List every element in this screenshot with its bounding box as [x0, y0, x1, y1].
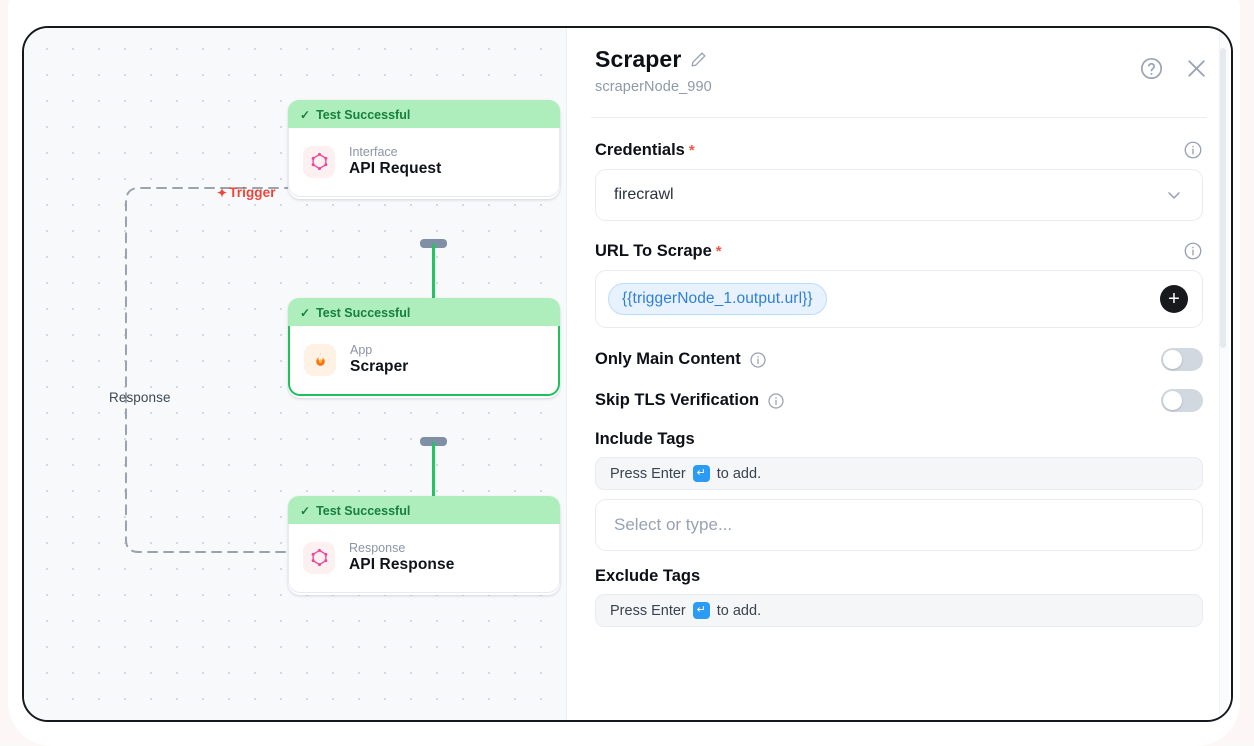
toggle-knob [1163, 391, 1182, 410]
chevron-down-icon [1164, 185, 1184, 205]
wire-2-3 [432, 442, 435, 509]
skip-tls-label: Skip TLS Verification [595, 391, 785, 410]
node-handle-out-2[interactable] [420, 437, 447, 446]
hint-suffix: to add. [716, 465, 762, 482]
field-credentials: Credentials * firecrawl [595, 140, 1203, 221]
exclude-tags-hint: Press Enter ↵ to add. [595, 594, 1203, 627]
graphql-icon [303, 145, 335, 178]
node-body[interactable]: Response API Response [288, 524, 560, 593]
node-body[interactable]: App Scraper [288, 326, 560, 396]
only-main-content-label: Only Main Content [595, 350, 767, 369]
node-kind: Interface [349, 145, 398, 159]
node-status-text: Test Successful [316, 306, 411, 320]
url-input[interactable]: {{triggerNode_1.output.url}} + [595, 270, 1203, 328]
url-label-text: URL To Scrape [595, 241, 712, 260]
variable-token-chip[interactable]: {{triggerNode_1.output.url}} [608, 283, 827, 315]
node-title: API Request [349, 160, 442, 177]
enter-key-icon: ↵ [692, 465, 710, 482]
check-icon: ✓ [300, 306, 311, 320]
field-exclude-tags: Exclude Tags Press Enter ↵ to add. [595, 567, 1203, 627]
include-tags-input[interactable]: Select or type... [595, 499, 1203, 551]
node-body[interactable]: Interface API Request [288, 128, 560, 197]
include-tags-hint: Press Enter ↵ to add. [595, 457, 1203, 490]
only-main-content-label-text: Only Main Content [595, 350, 741, 368]
row-skip-tls-verification: Skip TLS Verification [595, 389, 1203, 412]
workflow-node-scraper[interactable]: ✓ Test Successful App Scraper [288, 298, 560, 398]
node-status-badge: ✓ Test Successful [288, 496, 560, 526]
trigger-label-text: Trigger [229, 185, 276, 200]
workflow-canvas[interactable]: ✦ Trigger Response ✓ Test Successful [24, 28, 566, 720]
loop-connection-path [125, 187, 295, 553]
panel-scrollbar-thumb[interactable] [1220, 48, 1226, 348]
node-settings-panel: Scraper scraperNode_990 [566, 28, 1231, 720]
check-icon: ✓ [300, 504, 311, 518]
node-id-label: scraperNode_990 [595, 79, 712, 95]
credentials-value: firecrawl [614, 186, 674, 203]
node-kind: App [350, 343, 373, 357]
page-title: Scraper [595, 46, 682, 72]
node-title: Scraper [350, 358, 409, 375]
enter-key-icon: ↵ [692, 602, 710, 619]
include-tags-label: Include Tags [595, 430, 695, 448]
node-handle-out-1[interactable] [420, 239, 447, 248]
credentials-label: Credentials * [595, 141, 695, 160]
field-include-tags: Include Tags Press Enter ↵ to add. Selec… [595, 430, 1203, 551]
lightning-bolt-icon: ✦ [217, 185, 228, 200]
panel-header: Scraper scraperNode_990 [567, 28, 1231, 95]
required-marker: * [715, 242, 722, 260]
close-icon[interactable] [1184, 56, 1209, 81]
graphql-icon [303, 541, 335, 574]
credentials-select[interactable]: firecrawl [595, 169, 1203, 221]
wire-1-2 [432, 244, 435, 316]
hint-prefix: Press Enter [610, 465, 686, 482]
skip-tls-toggle[interactable] [1161, 389, 1203, 412]
hint-prefix: Press Enter [610, 602, 686, 619]
field-url-to-scrape: URL To Scrape * {{triggerNode_1.output.u… [595, 241, 1203, 328]
node-editor-modal: ✦ Trigger Response ✓ Test Successful [22, 26, 1233, 722]
question-circle-icon[interactable] [1139, 56, 1164, 81]
plus-icon[interactable]: + [1160, 285, 1188, 313]
node-status-text: Test Successful [316, 504, 411, 518]
info-icon[interactable] [749, 351, 767, 369]
workflow-node-api-response[interactable]: ✓ Test Successful Response [288, 496, 560, 595]
url-label: URL To Scrape * [595, 242, 722, 261]
node-status-badge: ✓ Test Successful [288, 298, 560, 328]
required-marker: * [688, 141, 695, 159]
exclude-tags-label: Exclude Tags [595, 567, 701, 585]
toggle-knob [1163, 350, 1182, 369]
node-title: API Response [349, 556, 455, 573]
row-only-main-content: Only Main Content [595, 348, 1203, 371]
node-kind: Response [349, 541, 406, 555]
only-main-content-toggle[interactable] [1161, 348, 1203, 371]
panel-scrollbar-track[interactable] [1219, 34, 1229, 714]
panel-form: Credentials * firecrawl [567, 118, 1231, 720]
pencil-icon[interactable] [690, 51, 707, 68]
skip-tls-label-text: Skip TLS Verification [595, 391, 760, 409]
credentials-label-text: Credentials [595, 140, 685, 159]
header-divider [591, 117, 1207, 118]
info-icon[interactable] [1183, 140, 1203, 160]
info-icon[interactable] [1183, 241, 1203, 261]
node-status-text: Test Successful [316, 108, 411, 122]
check-icon: ✓ [300, 108, 311, 122]
flame-icon [304, 343, 336, 376]
info-icon[interactable] [767, 392, 785, 410]
workflow-node-api-request[interactable]: ✓ Test Successful Interface [288, 100, 560, 199]
node-status-badge: ✓ Test Successful [288, 100, 560, 130]
trigger-label: ✦ Trigger [217, 185, 276, 200]
response-label: Response [109, 390, 171, 405]
hint-suffix: to add. [716, 602, 762, 619]
